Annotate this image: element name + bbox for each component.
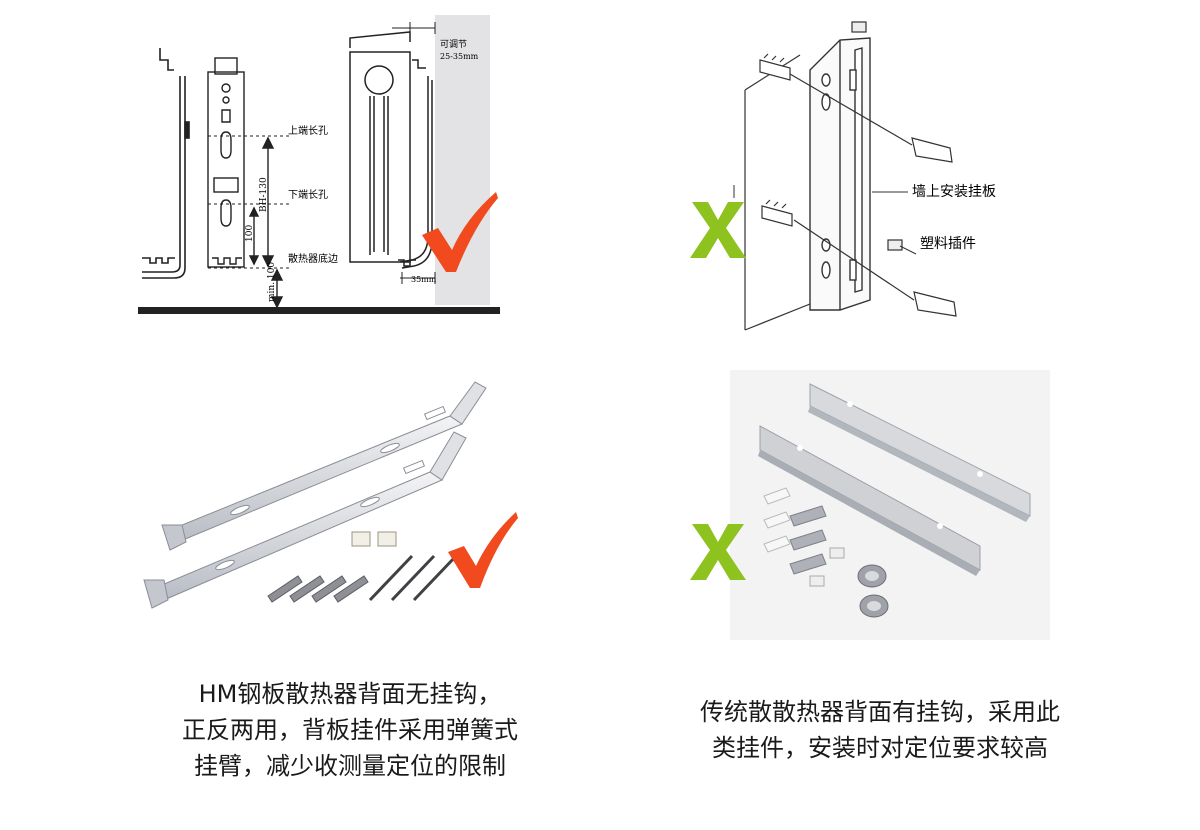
wall-plate-install-drawing: 墙上安装挂板 塑料插件 (690, 21, 996, 331)
lower-slot-label: 下端长孔 (288, 188, 328, 201)
wall-plate-front (758, 425, 981, 576)
front-bracket-with-slots (207, 57, 245, 268)
plastic-plug-top (851, 21, 903, 251)
hm-bracket-caption: HM钢板散热器背面无挂钩， 正反两用，背板挂件采用弹簧式 挂臂，减少收测量定位的… (90, 676, 610, 784)
caption-line: 正反两用，背板挂件采用弹簧式 (182, 716, 518, 744)
traditional-bracket-caption: 传统散散热器背面有挂钩，采用此 类挂件，安装时对定位要求较高 (600, 694, 1160, 766)
mounting-screws (789, 73, 957, 317)
traditional-wall-plate-illustration (690, 370, 1050, 640)
cross-mark-icon (690, 524, 746, 580)
caption-line: 类挂件，安装时对定位要求较高 (712, 734, 1048, 762)
spring-arm-bracket-illustration (143, 381, 518, 609)
adjust-label: 可调节 (440, 39, 467, 50)
mounting-dimension-drawing: BH-130 100 min. 100 上端长孔 下端长孔 散热器底边 可调节 … (138, 15, 500, 314)
wall-plugs (267, 575, 369, 603)
dimension-arrows (248, 136, 284, 309)
round-fittings (857, 564, 889, 618)
upper-slot-label: 上端长孔 (288, 124, 328, 137)
spring-arm-upper (161, 381, 487, 551)
dim-bh-label: BH-130 (259, 177, 269, 212)
dim-100-label: 100 (245, 225, 255, 242)
wall-plate-back (808, 383, 1031, 522)
side-bracket-profile (142, 48, 190, 279)
wall-outline (744, 54, 821, 331)
caption-line: 传统散散热器背面有挂钩，采用此 (700, 698, 1060, 726)
plugs-and-screws (763, 487, 845, 587)
caption-line: 挂臂，减少收测量定位的限制 (194, 752, 506, 780)
wall-mounting-plate (809, 37, 871, 311)
check-mark-icon (448, 512, 518, 588)
adjust-range-label: 25-35mm (440, 52, 479, 61)
dim-min-label: min. 100 (267, 262, 277, 302)
reference-lines (208, 135, 290, 269)
floor-line (138, 307, 500, 314)
plastic-clips (351, 531, 397, 547)
screws (368, 554, 458, 602)
radiator-side-view (349, 31, 433, 269)
spring-arm-lower (143, 431, 467, 609)
check-mark-icon (422, 192, 498, 272)
dim-35-label: 35mm (411, 275, 437, 284)
cross-mark-icon (690, 202, 746, 258)
wall-anchors (759, 53, 793, 227)
wall-plate-label: 墙上安装挂板 (912, 184, 996, 200)
adjust-arrows (392, 22, 436, 284)
bottom-edge-label: 散热器底边 (288, 252, 338, 265)
callout-lines (733, 185, 917, 255)
plastic-plug-label: 塑料插件 (920, 236, 976, 252)
caption-line: HM钢板散热器背面无挂钩， (198, 680, 502, 708)
